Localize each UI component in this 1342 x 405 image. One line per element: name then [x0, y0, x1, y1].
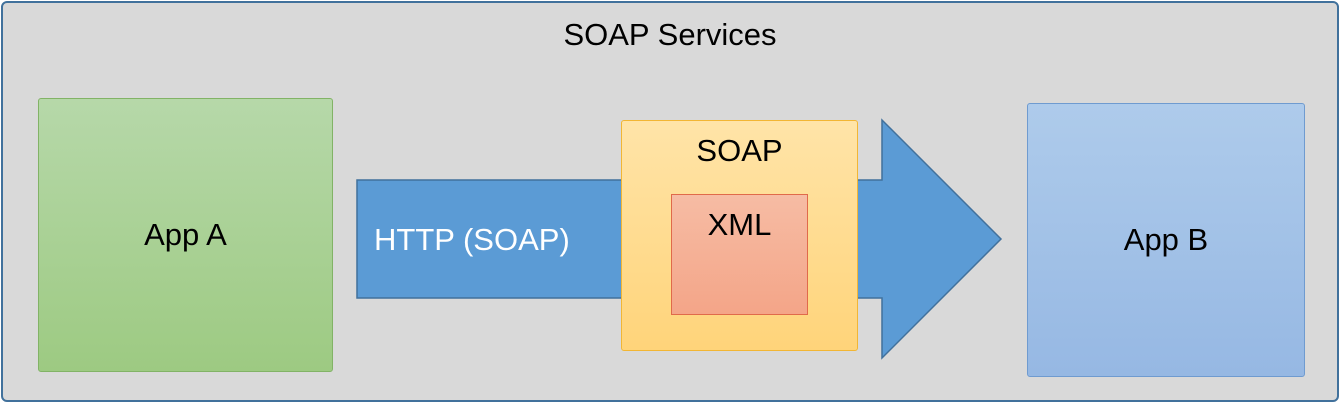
- app-a-label: App A: [144, 217, 227, 252]
- app-b-box: App B: [1027, 103, 1305, 377]
- app-b-label: App B: [1123, 222, 1209, 257]
- soap-envelope-box: SOAP XML: [621, 120, 858, 351]
- arrow-label: HTTP (SOAP): [374, 222, 570, 257]
- xml-label: XML: [707, 207, 772, 242]
- container-title: SOAP Services: [563, 17, 777, 52]
- app-a-box: App A: [38, 98, 333, 372]
- soap-label: SOAP: [696, 133, 783, 168]
- xml-payload-box: XML: [671, 194, 808, 315]
